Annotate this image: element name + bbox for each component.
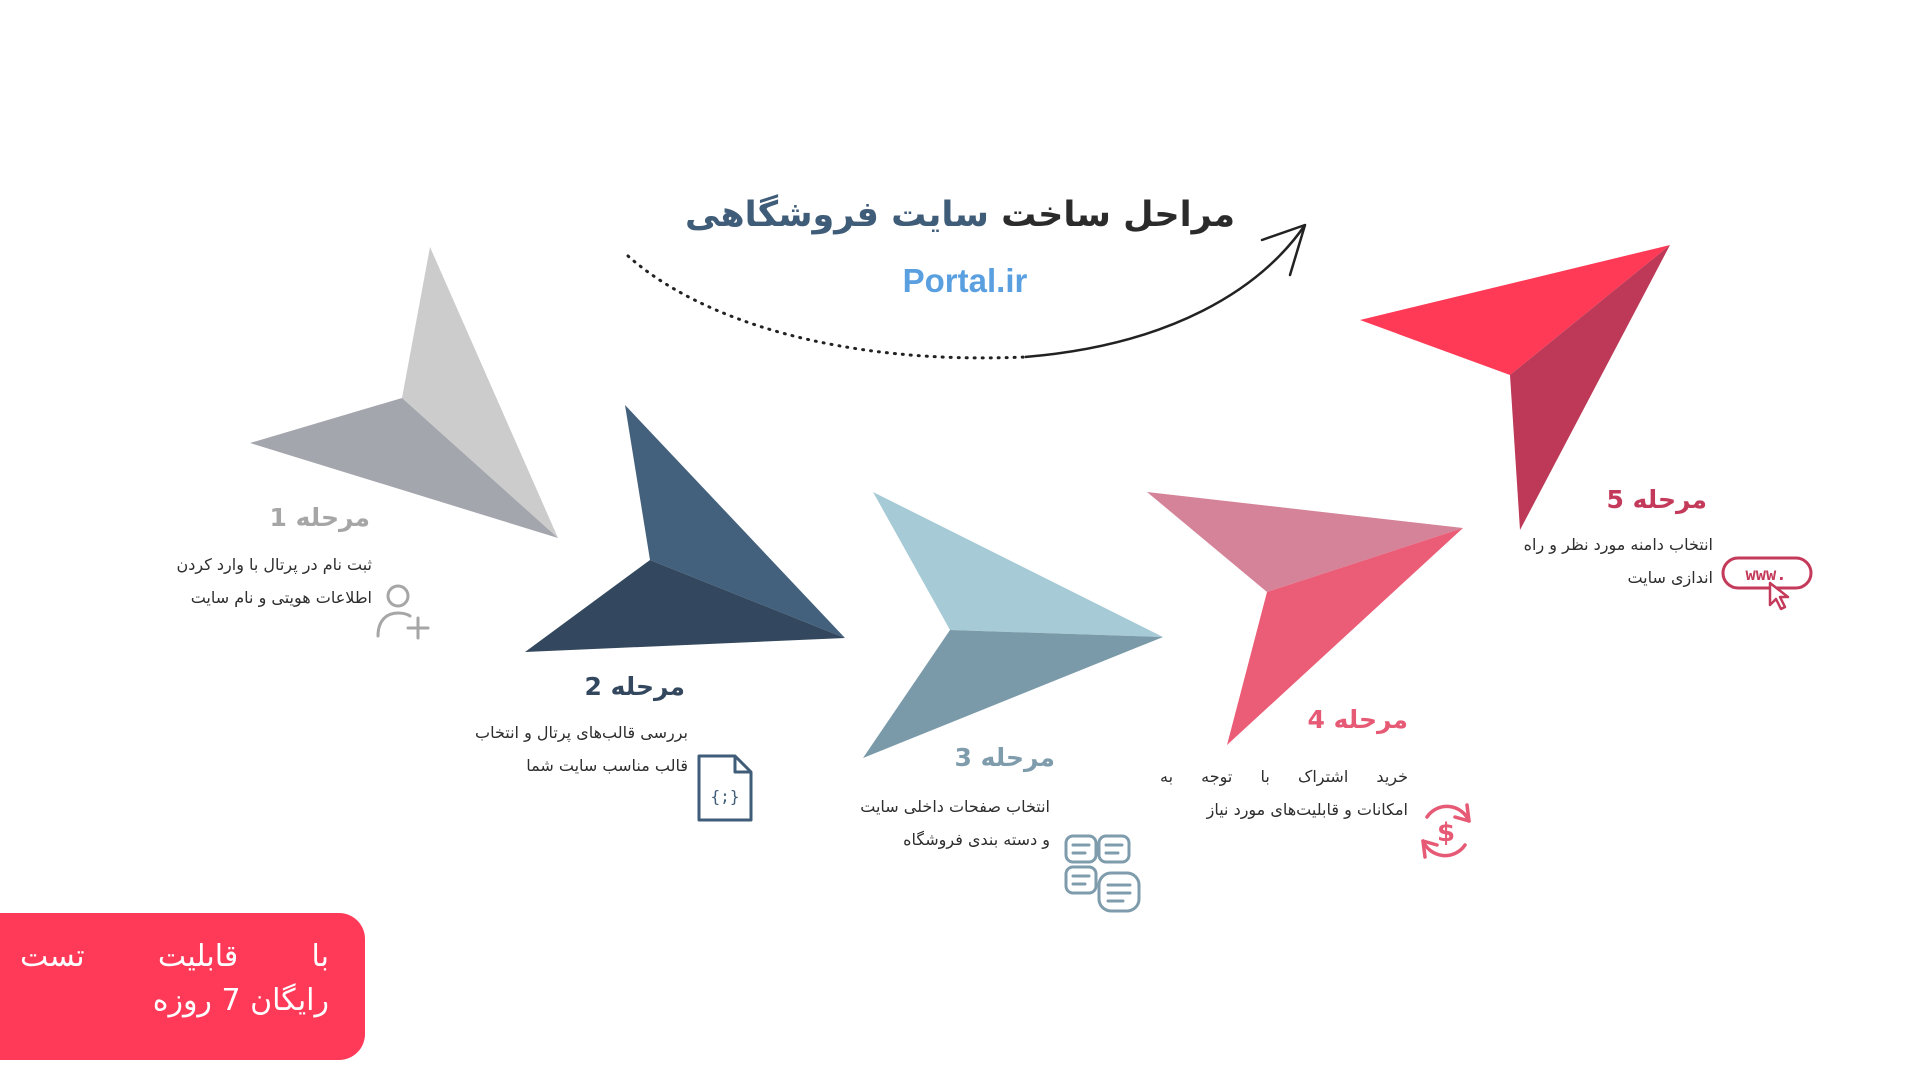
- step-2-line-1: بررسی قالب‌های پرتال و انتخاب: [475, 723, 688, 742]
- user-add-icon: [376, 584, 430, 640]
- title-prefix: مراحل ساخت: [1001, 195, 1236, 235]
- arrow-3-shape: [863, 492, 1163, 758]
- free-trial-line-2: رایگان 7 روزه: [152, 983, 329, 1018]
- step-5-line-2: اندازی سایت: [1627, 568, 1713, 587]
- step-4-line-1: خرید اشتراک با توجه به: [1160, 767, 1408, 786]
- step-3-line-2: و دسته بندی فروشگاه: [903, 830, 1050, 849]
- free-trial-line-1: با قابلیت تست: [20, 939, 329, 974]
- svg-text:$: $: [1437, 818, 1455, 848]
- step-5-title: مرحله 5: [1606, 485, 1707, 514]
- step-1-desc: ثبت نام در پرتال با وارد کردن اطلاعات هو…: [100, 548, 373, 614]
- arrow-1-shape: [250, 247, 558, 538]
- step-1-line-1: ثبت نام در پرتال با وارد کردن: [176, 555, 373, 574]
- step-4-line-2: امکانات و قابلیت‌های مورد نیاز: [1206, 800, 1408, 819]
- step-4-title: مرحله 4: [1307, 705, 1408, 734]
- svg-text:{;}: {;}: [711, 787, 740, 806]
- step-3-title: مرحله 3: [954, 743, 1055, 772]
- code-file-icon: {;}: [697, 754, 753, 822]
- www-icon: www.: [1721, 556, 1813, 611]
- step-5-line-1: انتخاب دامنه مورد نظر و راه: [1523, 535, 1713, 554]
- step-5-desc: انتخاب دامنه مورد نظر و راه اندازی سایت: [1470, 528, 1713, 594]
- step-3-line-1: انتخاب صفحات داخلی سایت: [860, 797, 1050, 816]
- step-2-title: مرحله 2: [584, 672, 685, 701]
- step-1-title: مرحله 1: [269, 503, 370, 532]
- arrow-2-shape: [525, 405, 845, 652]
- step-4-desc: خرید اشتراک با توجه به امکانات و قابلیت‌…: [1160, 760, 1408, 826]
- arrow-4-shape: [1147, 492, 1463, 745]
- curved-arrow: [626, 223, 1307, 360]
- www-label: www.: [1746, 565, 1787, 585]
- dollar-refresh-icon: $: [1421, 803, 1471, 859]
- pages-icon: [1064, 834, 1141, 913]
- step-1-line-2: اطلاعات هویتی و نام سایت: [190, 588, 372, 607]
- step-2-desc: بررسی قالب‌های پرتال و انتخاب قالب مناسب…: [420, 716, 688, 782]
- free-trial-badge: با قابلیت تست رایگان 7 روزه: [0, 913, 365, 1060]
- title-accent: سایت فروشگاهی: [684, 195, 989, 235]
- step-3-desc: انتخاب صفحات داخلی سایت و دسته بندی فروش…: [780, 790, 1050, 856]
- step-2-line-2: قالب مناسب سایت شما: [526, 756, 688, 775]
- brand-label: Portal.ir: [902, 262, 1028, 299]
- arrow-5-shape: [1360, 245, 1670, 530]
- page-title: مراحل ساخت سایت فروشگاهی: [680, 195, 1240, 255]
